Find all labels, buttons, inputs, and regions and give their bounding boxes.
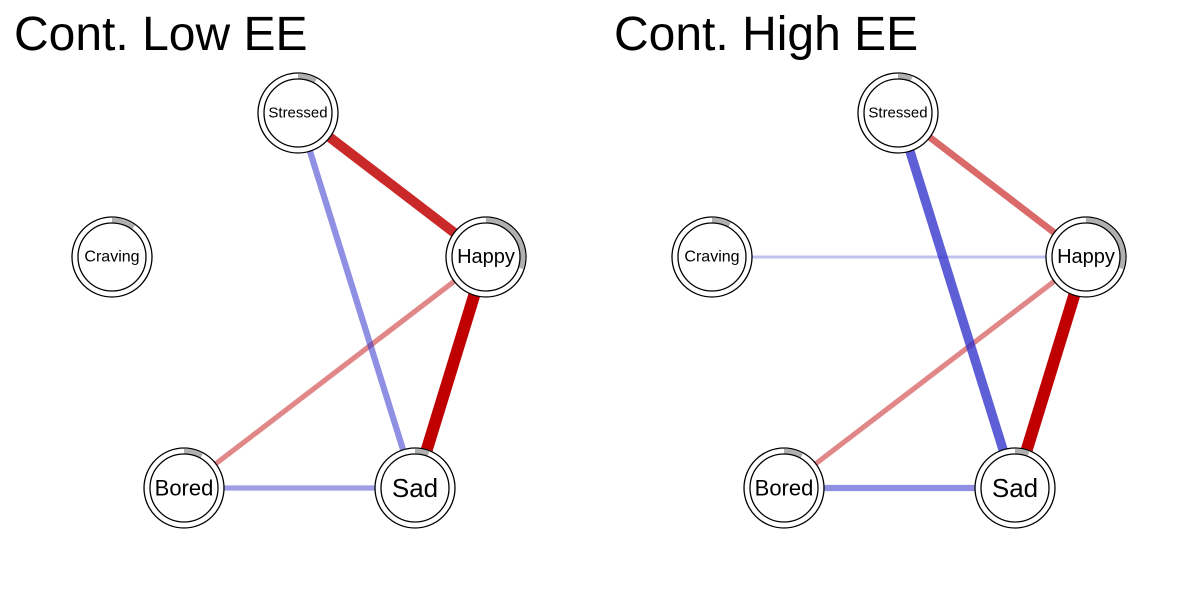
node-sad: Sad xyxy=(974,447,1056,529)
node-label-bored: Bored xyxy=(155,476,214,501)
node-inner-ring xyxy=(1051,222,1121,292)
node-craving: Craving xyxy=(671,216,753,298)
edge-stressed-sad xyxy=(295,112,418,489)
node-inner-ring xyxy=(263,78,333,148)
node-pie-arc xyxy=(183,448,203,458)
node-pie-arc xyxy=(783,448,803,458)
node-pie-arc xyxy=(297,73,317,83)
node-inner-ring xyxy=(863,78,933,148)
node-bored: Bored xyxy=(743,447,825,529)
node-label-craving: Craving xyxy=(84,249,139,266)
node-pie-arc xyxy=(1014,448,1030,456)
node-label-sad: Sad xyxy=(392,473,438,503)
node-stressed: Stressed xyxy=(257,72,339,154)
edges xyxy=(712,110,1092,492)
node-label-happy: Happy xyxy=(457,246,515,268)
node-inner-ring xyxy=(677,222,747,292)
node-pie-arc xyxy=(414,448,430,456)
node-inner-ring xyxy=(980,453,1050,523)
node-pie-arc xyxy=(897,73,913,81)
node-pie-arc xyxy=(711,217,731,227)
node-inner-ring xyxy=(749,453,819,523)
node-inner-ring xyxy=(380,453,450,523)
node-label-happy: Happy xyxy=(1057,246,1115,268)
node-sad: Sad xyxy=(374,447,456,529)
node-bored: Bored xyxy=(143,447,225,529)
node-craving: Craving xyxy=(71,216,153,298)
node-label-stressed: Stressed xyxy=(268,105,327,122)
panel-title: Cont. Low EE xyxy=(14,8,308,61)
node-pie-arc xyxy=(1085,217,1126,270)
node-pie-arc xyxy=(111,217,136,230)
node-pie-arc xyxy=(485,217,526,270)
node-inner-ring xyxy=(149,453,219,523)
edges xyxy=(182,109,492,491)
node-happy: Happy xyxy=(445,216,527,298)
node-label-sad: Sad xyxy=(992,473,1038,503)
edge-stressed-sad xyxy=(893,111,1020,490)
node-inner-ring xyxy=(77,222,147,292)
node-label-stressed: Stressed xyxy=(868,105,927,122)
node-happy: Happy xyxy=(1045,216,1127,298)
node-stressed: Stressed xyxy=(857,72,939,154)
node-label-bored: Bored xyxy=(755,476,814,501)
node-inner-ring xyxy=(451,222,521,292)
node-label-craving: Craving xyxy=(684,249,739,266)
edge-happy-bored xyxy=(782,254,1088,491)
edge-happy-bored xyxy=(182,254,488,491)
panel-title: Cont. High EE xyxy=(614,8,919,61)
